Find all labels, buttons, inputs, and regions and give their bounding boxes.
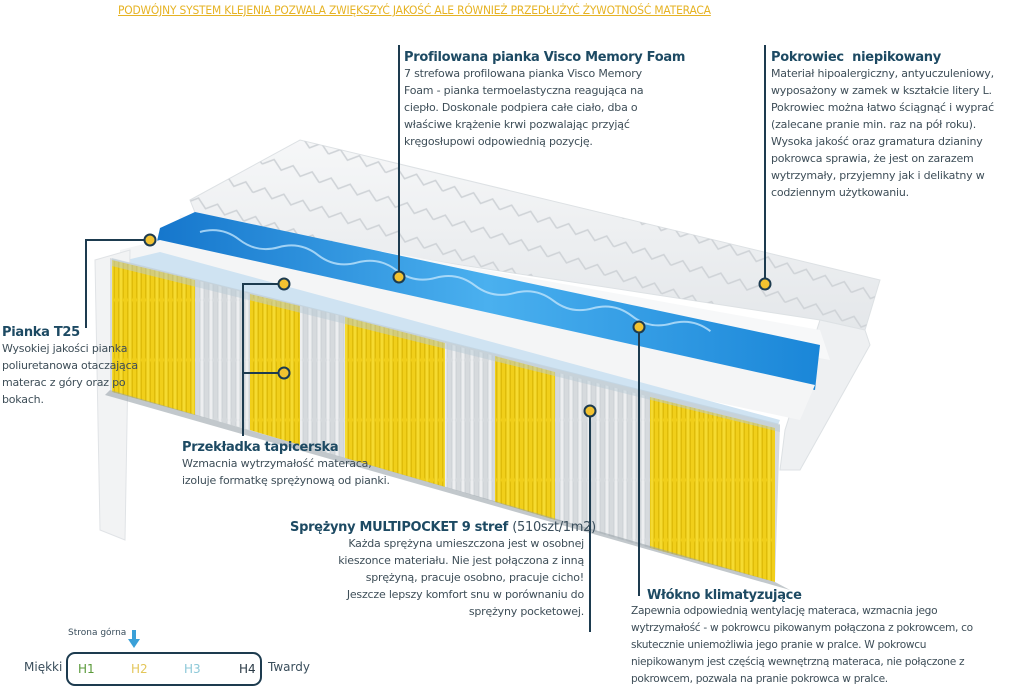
callout-title: Sprężyny MULTIPOCKET 9 stref (510szt/1m2… [290, 520, 596, 535]
firmness-scale: H1 H2 H3 H4 [66, 652, 262, 686]
callout-dot-springs [583, 404, 597, 418]
callout-dot-upholstery-top [277, 277, 291, 291]
callout-visco-foam: Profilowana pianka Visco Memory Foam 7 s… [404, 50, 686, 150]
callout-body: Wzmacnia wytrzymałość materaca, izoluje … [182, 457, 390, 487]
callout-dot-t25 [143, 233, 157, 247]
callout-body: Zapewnia odpowiednią wentylację materaca… [631, 605, 973, 685]
callout-dot-upholstery-bottom [277, 366, 291, 380]
callout-title: Pokrowiec niepikowany [771, 50, 941, 65]
callout-title: Przekładka tapicerska [182, 440, 339, 455]
callout-foam-t25: Pianka T25 Wysokiej jakości pianka poliu… [2, 325, 172, 408]
hard-label: Twardy [268, 660, 310, 674]
headline-banner: PODWÓJNY SYSTEM KLEJENIA POZWALA ZWIĘKSZ… [118, 3, 711, 17]
callout-body: Materiał hipoalergiczny, antyuczuleniowy… [771, 67, 994, 199]
top-side-label: Strona górna [68, 628, 127, 638]
callout-dot-fiber [632, 320, 646, 334]
callout-title: Profilowana pianka Visco Memory Foam [404, 50, 686, 65]
soft-label: Miękki [24, 660, 63, 674]
callout-title: Pianka T25 [2, 325, 80, 340]
callout-dot-visco [392, 270, 406, 284]
callout-dot-cover [758, 277, 772, 291]
callout-title: Włókno klimatyzujące [647, 588, 802, 603]
firmness-h4: H4 [239, 662, 256, 676]
callout-body: 7 strefowa profilowana pianka Visco Memo… [404, 67, 644, 148]
callout-cover: Pokrowiec niepikowany Materiał hipoalerg… [771, 50, 1016, 201]
firmness-h2: H2 [131, 662, 148, 676]
firmness-h1: H1 [78, 662, 95, 676]
callout-body: Wysokiej jakości pianka poliuretanowa ot… [2, 342, 138, 406]
callout-springs: Sprężyny MULTIPOCKET 9 stref (510szt/1m2… [290, 520, 596, 620]
callout-upholstery: Przekładka tapicerska Wzmacnia wytrzymał… [182, 440, 442, 489]
firmness-h3: H3 [184, 662, 201, 676]
callout-fiber: Włókno klimatyzujące Zapewnia odpowiedni… [631, 588, 1020, 688]
down-arrow-icon [128, 630, 140, 648]
callout-body: Każda sprężyna umieszczona jest w osobne… [338, 537, 584, 618]
